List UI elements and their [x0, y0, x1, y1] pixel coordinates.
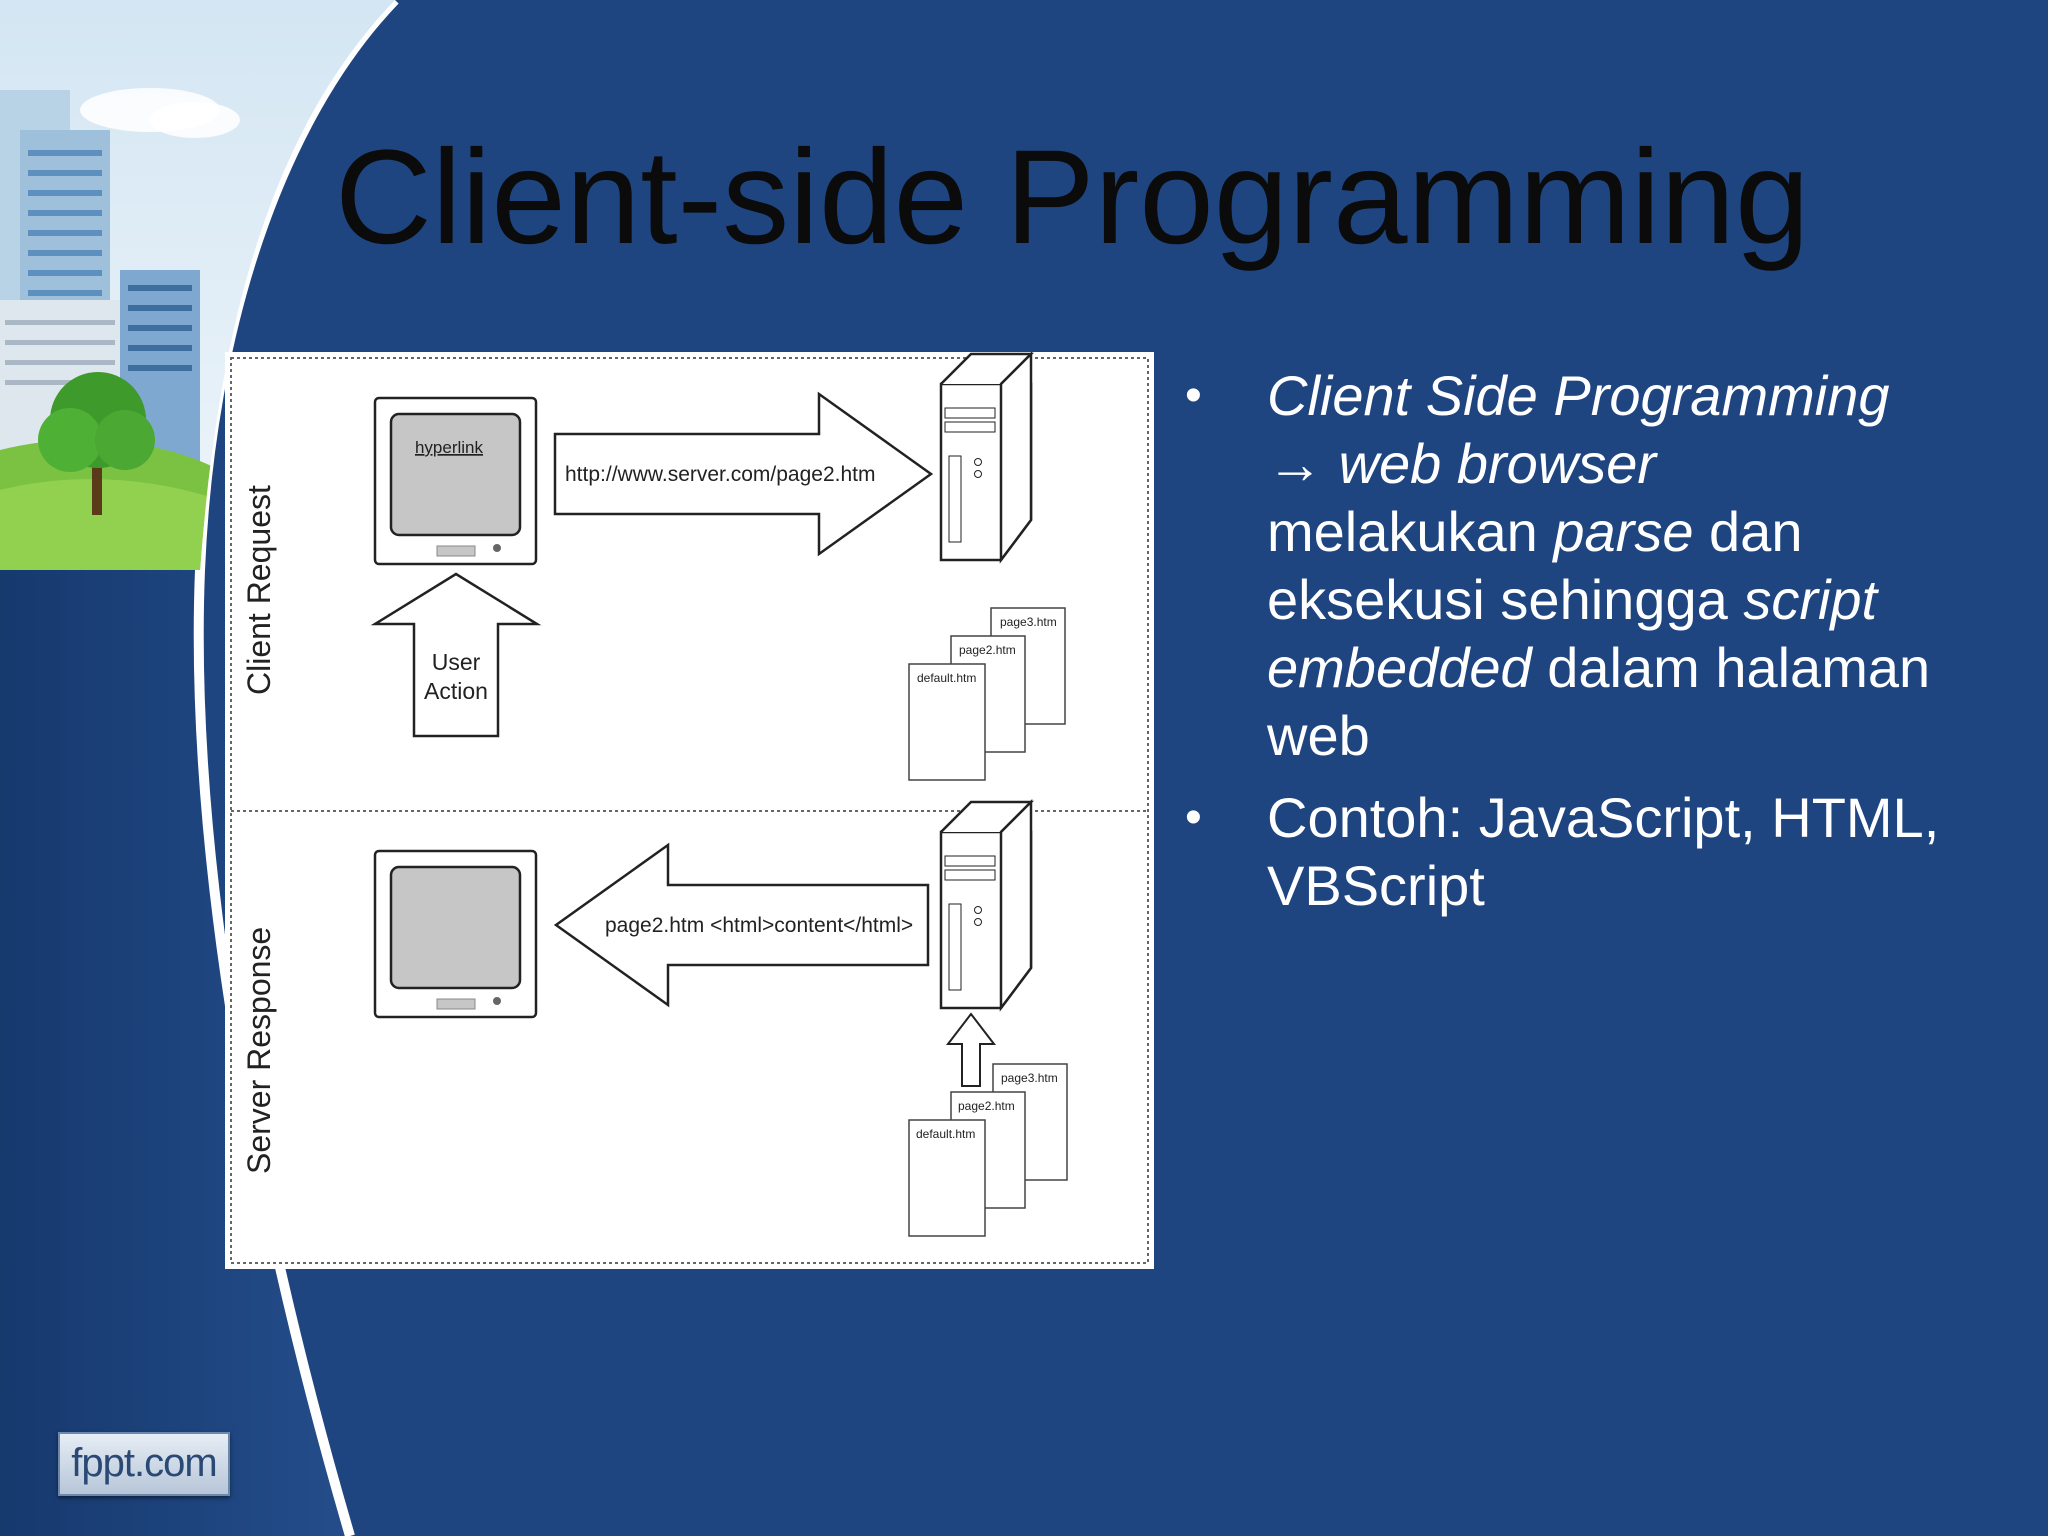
hyperlink-label: hyperlink — [415, 438, 484, 457]
bullet-item-2: Contoh: JavaScript, HTML,VBScript — [1185, 784, 2025, 920]
request-arrow-label: http://www.server.com/page2.htm — [565, 463, 875, 486]
bullet-text-segment: VBScript — [1267, 854, 1485, 917]
bullet-text-segment: parse — [1553, 500, 1694, 563]
section-label-server-response: Server Response — [241, 927, 277, 1174]
fppt-logo: fppt.com — [58, 1432, 230, 1496]
file-label-default-bottom: default.htm — [916, 1127, 975, 1141]
request-arrow — [553, 391, 934, 557]
bullet-text-segment: embedded — [1267, 636, 1532, 699]
server-tower-icon-bottom — [939, 798, 1035, 1012]
response-arrow-label: page2.htm <html>content</html> — [605, 914, 913, 937]
server-tower-icon-top — [939, 352, 1035, 564]
arrow-glyph: → — [1267, 432, 1339, 495]
bullet-text-segment: Contoh: JavaScript, HTML, — [1267, 786, 1940, 849]
client-monitor-icon — [373, 396, 538, 566]
file-label-page3-bottom: page3.htm — [1001, 1071, 1058, 1085]
bullet-text-segment: melakukan — [1267, 500, 1554, 563]
bullet-text-segment: web — [1267, 704, 1370, 767]
bullet-item-1: Client Side Programming→ web browsermela… — [1185, 362, 2025, 770]
user-action-line2: Action — [424, 678, 488, 704]
bullet-list: Client Side Programming→ web browsermela… — [1185, 362, 2025, 934]
file-label-page2-bottom: page2.htm — [958, 1099, 1015, 1113]
bullet-text-segment: eksekusi sehingga — [1267, 568, 1744, 631]
file-label-page2-top: page2.htm — [959, 643, 1016, 657]
client-monitor-icon-bottom — [373, 849, 538, 1019]
file-label-default-top: default.htm — [917, 671, 976, 685]
response-arrow — [553, 842, 930, 1008]
user-action-line1: User — [432, 649, 481, 675]
file-stack-icon-bottom — [908, 1063, 1068, 1237]
bullet-text-segment: script — [1743, 568, 1878, 631]
file-to-server-arrow — [945, 1012, 997, 1087]
section-label-client-request: Client Request — [241, 485, 277, 695]
diagram-border — [230, 357, 1149, 1264]
client-server-diagram: Client Request Server Response hyperlink… — [225, 352, 1154, 1269]
bullet-text-segment: web browser — [1338, 432, 1657, 495]
user-action-arrow — [370, 572, 542, 738]
file-label-page3-top: page3.htm — [1000, 615, 1057, 629]
bullet-text-segment: dan — [1693, 500, 1803, 563]
slide-title: Client-side Programming — [335, 123, 1810, 272]
bullet-text-segment: dalam halaman — [1531, 636, 1931, 699]
file-stack-icon-top — [908, 607, 1066, 781]
fppt-logo-text: fppt.com — [71, 1441, 217, 1485]
bullet-text-segment: Client Side Programming — [1267, 364, 1890, 427]
